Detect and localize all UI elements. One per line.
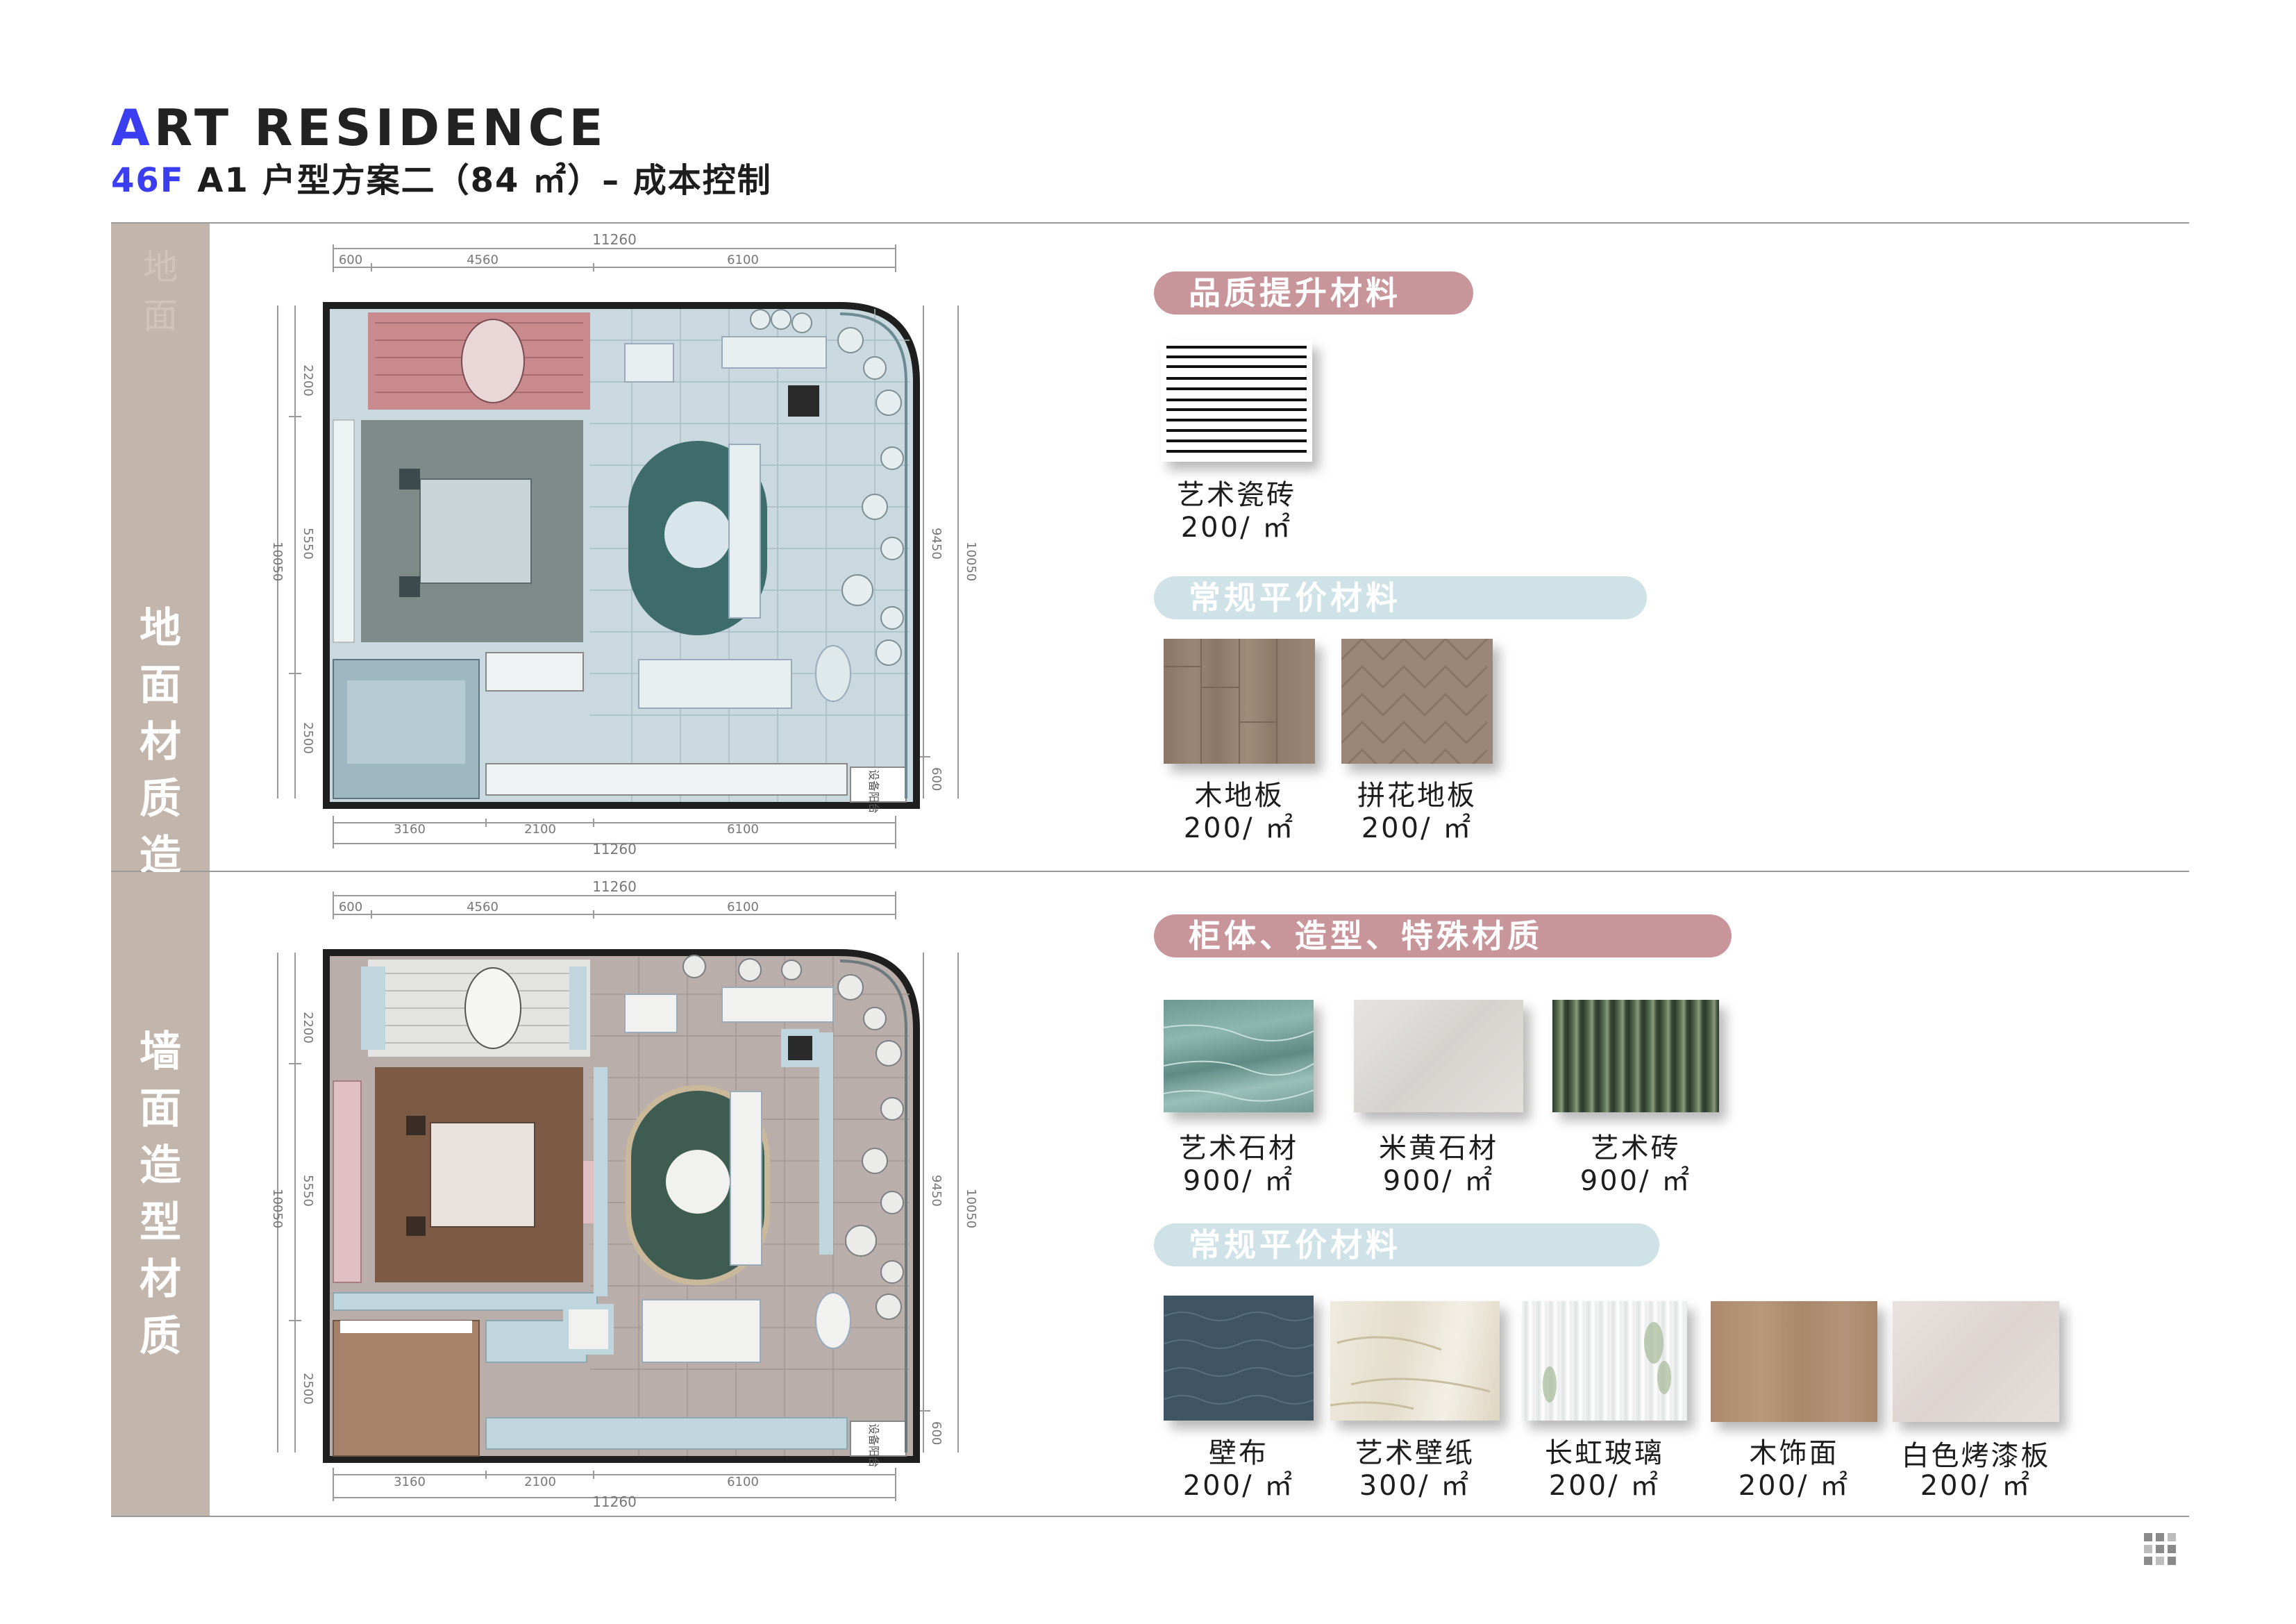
dim-left-bottom: 2500 — [301, 1373, 315, 1405]
material-price: 900/ ㎡ — [1182, 1165, 1295, 1197]
swatch-fluted-glass — [1522, 1301, 1687, 1421]
pill-cabinet-special: 柜体、造型、特殊材质 — [1154, 914, 1732, 957]
swatch-green-marble — [1163, 1000, 1314, 1112]
dim-bottom-a: 3160 — [394, 822, 426, 837]
dim-bottom-total: 11260 — [592, 841, 637, 854]
dim-left-total: 10050 — [270, 542, 285, 581]
dim-bottom-total: 11260 — [592, 1493, 637, 1508]
material-name: 米黄石材 — [1379, 1132, 1498, 1164]
bottom-rule — [111, 1516, 2189, 1517]
swatch-white-lacquer — [1893, 1301, 2059, 1422]
dim-bottom-c: 6100 — [727, 1475, 759, 1489]
pill-quality-upgrade: 品质提升材料 — [1154, 271, 1473, 315]
dim-bottom-c: 6100 — [727, 822, 759, 837]
dim-left-mid: 5550 — [301, 528, 315, 560]
floor-band: 地面 地面材质造型 — [111, 224, 210, 937]
dim-bottom-a: 3160 — [394, 1475, 426, 1489]
dim-top-c: 6100 — [727, 900, 759, 914]
dim-left-mid: 5550 — [301, 1175, 315, 1207]
material-name: 木地板 — [1194, 780, 1284, 812]
floor-code: 46F — [111, 161, 185, 200]
swatch-wood-floor — [1164, 639, 1315, 764]
material-price: 200/ ㎡ — [1361, 812, 1473, 844]
dim-left-total: 10050 — [270, 1189, 285, 1228]
swatch-wall-cloth — [1163, 1296, 1314, 1421]
material-name: 拼花地板 — [1357, 780, 1477, 812]
dim-right-bottom: 600 — [929, 1421, 944, 1445]
dim-top-total: 11260 — [592, 231, 637, 248]
material-name: 长虹玻璃 — [1545, 1437, 1664, 1469]
wall-band: 墙面造型材质 — [111, 872, 210, 1516]
grid-logo-icon — [2144, 1533, 2179, 1568]
pill-regular-materials-floor: 常规平价材料 — [1154, 576, 1647, 619]
material-price: 200/ ㎡ — [1920, 1470, 2032, 1502]
dim-top-b: 4560 — [467, 900, 498, 914]
dim-right-mid: 9450 — [929, 528, 944, 560]
material-name: 艺术砖 — [1591, 1132, 1681, 1164]
material-name: 艺术石材 — [1179, 1132, 1298, 1164]
dim-top-a: 600 — [339, 253, 362, 267]
dim-left-top: 2200 — [301, 1012, 315, 1044]
material-price: 900/ ㎡ — [1579, 1165, 1692, 1197]
swatch-green-brick — [1552, 1000, 1719, 1112]
swatch-art-tile — [1161, 340, 1312, 462]
material-price: 200/ ㎡ — [1738, 1470, 1850, 1502]
wall-plan-drawing: 11260 600 4560 6100 3160 2100 6100 11260… — [270, 878, 978, 1510]
middle-rule — [111, 871, 2189, 872]
wall-band-label: 墙面造型材质 — [140, 1028, 181, 1361]
subtitle-text: A1 户型方案二（84 ㎡）– 成本控制 — [184, 161, 772, 200]
material-name: 壁布 — [1209, 1437, 1268, 1469]
material-name: 木饰面 — [1749, 1437, 1839, 1469]
floor-band-ghost: 地面 — [143, 247, 178, 336]
dim-right-total: 10050 — [964, 542, 978, 581]
room-label-balcony: 设备阳台 — [867, 1423, 880, 1468]
dim-top-a: 600 — [339, 900, 362, 914]
dim-left-bottom: 2500 — [301, 722, 315, 754]
floor-plan-bottom: 11260 600 4560 6100 3160 2100 6100 11260… — [264, 876, 986, 1510]
dim-bottom-b: 2100 — [524, 822, 556, 837]
dim-bottom-b: 2100 — [524, 1475, 556, 1489]
dim-top-total: 11260 — [592, 878, 637, 895]
brand-rest: RT RESIDENCE — [153, 99, 607, 157]
material-price: 300/ ㎡ — [1359, 1470, 1471, 1502]
material-price: 200/ ㎡ — [1182, 1470, 1295, 1502]
brand-title: ART RESIDENCE — [111, 103, 607, 153]
dim-right-bottom: 600 — [929, 767, 944, 791]
dim-right-mid: 9450 — [929, 1175, 944, 1207]
swatch-herringbone — [1340, 637, 1493, 773]
pill-regular-materials-wall: 常规平价材料 — [1154, 1223, 1659, 1266]
floor-plan-top: 11260 600 4560 6100 3160 2100 6100 11260… — [264, 229, 986, 857]
floor-plan-drawing: 11260 600 4560 6100 3160 2100 6100 11260… — [270, 231, 978, 857]
dim-left-top: 2200 — [301, 365, 315, 396]
dim-right-total: 10050 — [964, 1189, 978, 1228]
material-price: 200/ ㎡ — [1180, 512, 1293, 544]
material-name: 艺术瓷砖 — [1177, 479, 1296, 511]
material-price: 900/ ㎡ — [1382, 1165, 1495, 1197]
dim-top-c: 6100 — [727, 253, 759, 267]
swatch-wood-veneer — [1711, 1301, 1877, 1422]
material-price: 200/ ㎡ — [1548, 1470, 1661, 1502]
page-subtitle: 46F A1 户型方案二（84 ㎡）– 成本控制 — [111, 164, 772, 197]
dim-top-b: 4560 — [467, 253, 498, 267]
material-price: 200/ ㎡ — [1183, 812, 1296, 844]
material-name: 白色烤漆板 — [1901, 1440, 2051, 1472]
swatch-beige-stone — [1354, 1000, 1523, 1112]
top-rule — [111, 222, 2189, 224]
room-label-balcony: 设备阳台 — [867, 769, 880, 814]
swatch-art-wallpaper — [1330, 1301, 1500, 1421]
brand-initial: A — [111, 99, 154, 157]
material-name: 艺术壁纸 — [1355, 1437, 1475, 1469]
